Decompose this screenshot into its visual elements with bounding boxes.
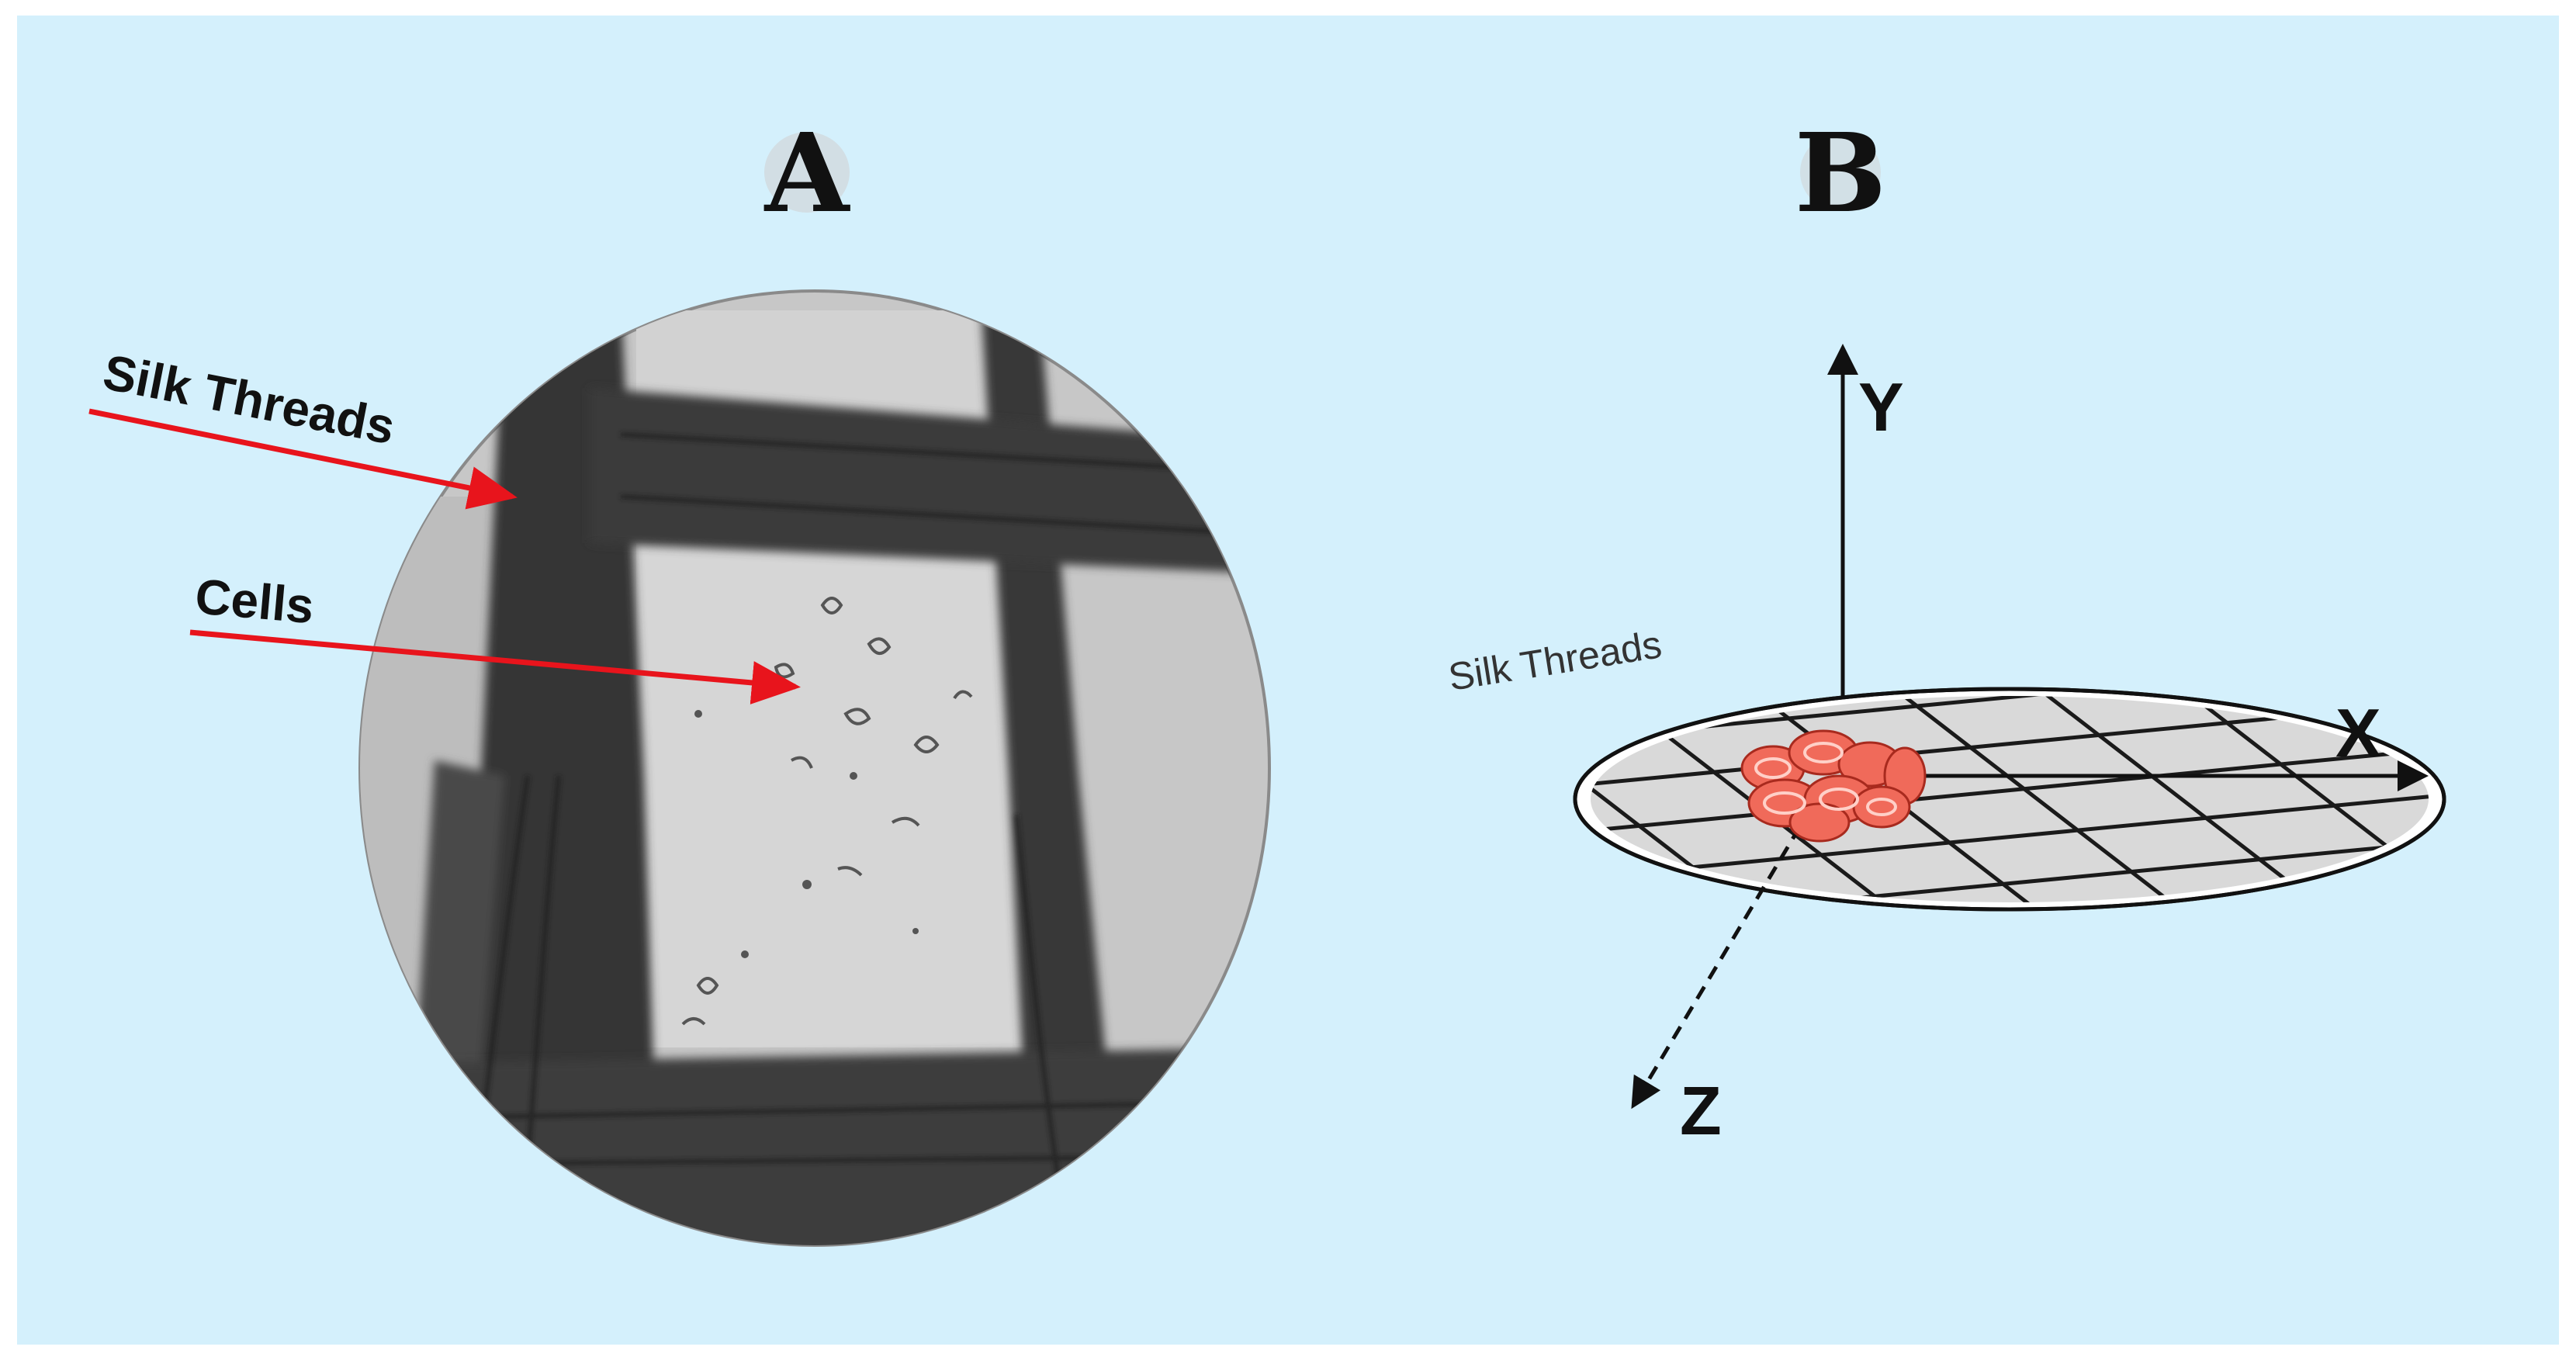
z-axis-label: Z (1680, 1072, 1722, 1149)
panel-b-letter: B (1795, 110, 1886, 237)
x-axis-label: X (2335, 694, 2381, 771)
z-axis (1631, 805, 1814, 1110)
thread-horizontal-top (590, 388, 1269, 574)
panel-b-letter-halo (1800, 133, 1881, 211)
cells-arrow (189, 629, 801, 705)
cells-label: Cells (193, 568, 317, 634)
cell-cluster-icon (1740, 729, 1927, 843)
y-axis-label: Y (1858, 369, 1904, 445)
panel-a-letter-halo (764, 132, 850, 213)
silk-threads-arrow (88, 408, 518, 510)
panel-a-letter: A (763, 110, 851, 237)
